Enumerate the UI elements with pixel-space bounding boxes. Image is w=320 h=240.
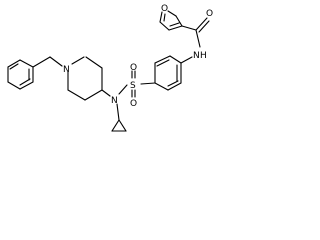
phenylene-bond (154, 82, 169, 91)
cyclopropyl-bond (111, 119, 120, 132)
furan-bond (159, 21, 170, 31)
amide-hydrogen-label: H (200, 51, 207, 61)
phenylene-bond (167, 82, 182, 91)
furan-bond (175, 15, 183, 27)
aryl-sulfur-bond (140, 82, 156, 85)
furan-carbonyl-bond (181, 25, 197, 31)
carbonyl-amide-bond (195, 29, 201, 48)
piperidine-bond (84, 89, 103, 101)
phenylene-bond (169, 55, 182, 64)
piperidine-nitrogen-label: N (63, 65, 70, 75)
carbonyl-double-bond-inner (198, 20, 210, 33)
furan-double-bond (169, 22, 180, 27)
piperidine-ring (67, 56, 111, 101)
phenyl-bond (19, 59, 34, 68)
sulfonyl-group (118, 70, 156, 98)
nitrogen-piperidine-bond (101, 89, 111, 97)
piperidine-bond (71, 56, 85, 65)
furan-ring (159, 10, 183, 31)
phenyl-bond (7, 81, 21, 90)
sulfur-label: S (130, 81, 136, 91)
phenyl-bond (19, 81, 34, 90)
molecule-svg: O O N H O S O N N (7, 4, 213, 132)
carbonyl-oxygen-label: O (206, 9, 213, 19)
phenyl-double-bond (19, 78, 31, 86)
atom-labels: O O N H O S O N N (63, 4, 213, 109)
amide-aryl-bond (180, 56, 193, 64)
piperidine-bond (85, 56, 103, 69)
benzyl-group (7, 56, 63, 90)
phenylene-bond (154, 55, 171, 64)
sulfonyl-oxygen-bottom-label: O (130, 99, 137, 109)
furan-double-bond (163, 13, 166, 22)
piperidine-bond (67, 89, 86, 101)
furan-bond (159, 11, 163, 23)
nitrogen-methylene-bond (49, 56, 63, 67)
phenyl-bond (7, 59, 21, 68)
sulfonamide-nitrogen-label: N (111, 96, 118, 106)
phenylene-double-bond (156, 59, 170, 67)
furan-bond (168, 25, 183, 31)
phenyl-double-bond (9, 63, 19, 70)
sulfonyl-oxygen-top-label: O (130, 63, 137, 73)
carbonyl-double-bond (195, 17, 208, 31)
cyclopropyl-bond (118, 119, 127, 132)
phenylene-ring (154, 55, 182, 91)
amide-nitrogen-label: N (193, 51, 200, 61)
phenylene-double-bond (167, 80, 179, 87)
sulfur-nitrogen-bond (118, 84, 128, 95)
furan-bond (167, 10, 177, 17)
amide-linker (180, 17, 210, 64)
furan-oxygen-label: O (161, 4, 168, 14)
cyclopropyl-ring (111, 103, 127, 132)
nitrogen-cyclopropyl-bond (116, 103, 120, 121)
molecule-drawing: O O N H O S O N N (0, 0, 226, 142)
methylene-phenyl-bond (32, 56, 51, 68)
